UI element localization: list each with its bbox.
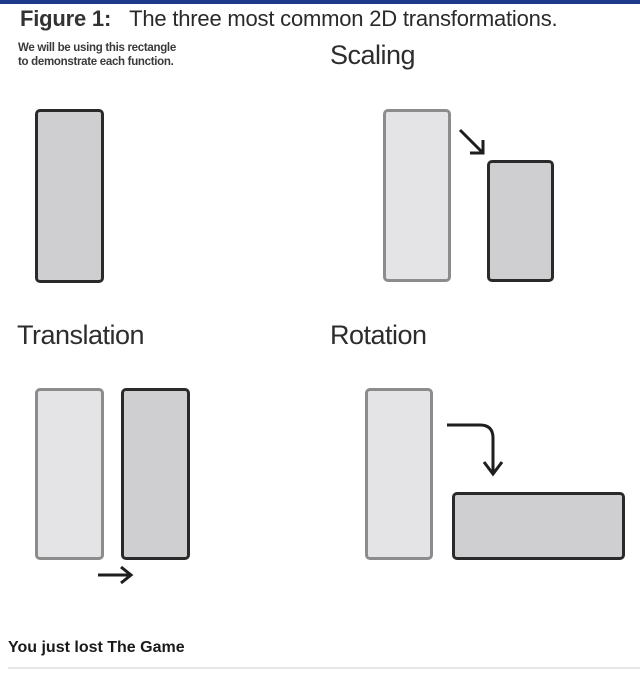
translation-label: Translation	[17, 320, 145, 350]
reference-rectangle	[35, 109, 104, 283]
figure-note-line-1: We will be using this rectangle	[18, 42, 176, 54]
diagonal-arrow-icon	[458, 128, 485, 155]
figure-note-line-2: to demonstrate each function.	[18, 56, 174, 68]
rotation-original-rectangle	[365, 388, 433, 560]
divider	[8, 667, 640, 669]
scaling-original-rectangle	[383, 109, 451, 282]
figure-note: We will be using this rectangle to demon…	[18, 41, 176, 69]
figure-label: Figure 1:	[20, 6, 112, 31]
caption-text: You just lost The Game	[8, 639, 185, 656]
figure-title: Figure 1: The three most common 2D transf…	[20, 6, 558, 32]
scaling-result-rectangle	[487, 160, 554, 282]
rotation-label: Rotation	[330, 320, 427, 350]
translation-original-rectangle	[35, 388, 104, 560]
rotation-result-rectangle	[452, 492, 625, 560]
translation-result-rectangle	[121, 388, 190, 560]
figure-title-text: The three most common 2D transformations…	[129, 6, 558, 31]
curved-arrow-icon	[447, 423, 504, 477]
scaling-label: Scaling	[330, 40, 416, 70]
right-arrow-icon	[98, 565, 134, 585]
top-accent-bar	[0, 0, 640, 4]
